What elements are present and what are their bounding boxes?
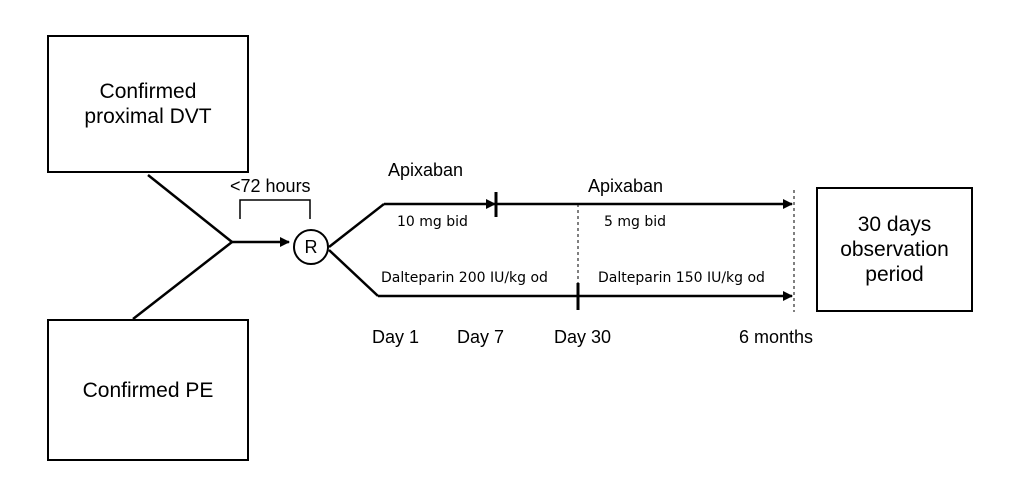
randomization-node: R <box>293 229 329 265</box>
apixaban-phase1-name: Apixaban <box>388 160 464 180</box>
dalteparin-phase1-dose: Dalteparin 200 IU/kg od <box>381 270 548 286</box>
dvt-box-line1: Confirmed <box>99 80 197 103</box>
apixaban-branch-line <box>328 203 385 248</box>
apixaban-phase2-dose: 5 mg bid <box>604 214 666 230</box>
time-window-label: <72 hours <box>230 176 311 196</box>
observation-box-line3: period <box>865 263 924 286</box>
timepoint-day30: Day 30 <box>554 327 612 347</box>
observation-box-line1: 30 days <box>857 213 932 236</box>
dalteparin-branch-line <box>328 249 379 297</box>
apixaban-phase2-name: Apixaban <box>588 176 664 196</box>
confirmed-dvt-box: Confirmed proximal DVT <box>47 35 249 173</box>
randomization-label: R <box>304 236 318 257</box>
timepoint-day7: Day 7 <box>457 327 505 347</box>
observation-box-line2: observation <box>840 238 949 261</box>
dalteparin-phase2-dose: Dalteparin 150 IU/kg od <box>598 270 765 286</box>
timepoint-6-months: 6 months <box>739 327 814 347</box>
dvt-box-line2: proximal DVT <box>84 105 212 128</box>
confirmed-pe-box: Confirmed PE <box>47 319 249 461</box>
pe-box-label: Confirmed PE <box>82 378 214 402</box>
dvt-connector-line <box>147 174 233 243</box>
apixaban-phase1-dose: 10 mg bid <box>397 214 468 230</box>
observation-period-box: 30 days observation period <box>816 187 973 312</box>
time-window-bracket <box>239 199 311 219</box>
pe-connector-line <box>132 241 233 320</box>
timepoint-day1: Day 1 <box>372 327 420 347</box>
